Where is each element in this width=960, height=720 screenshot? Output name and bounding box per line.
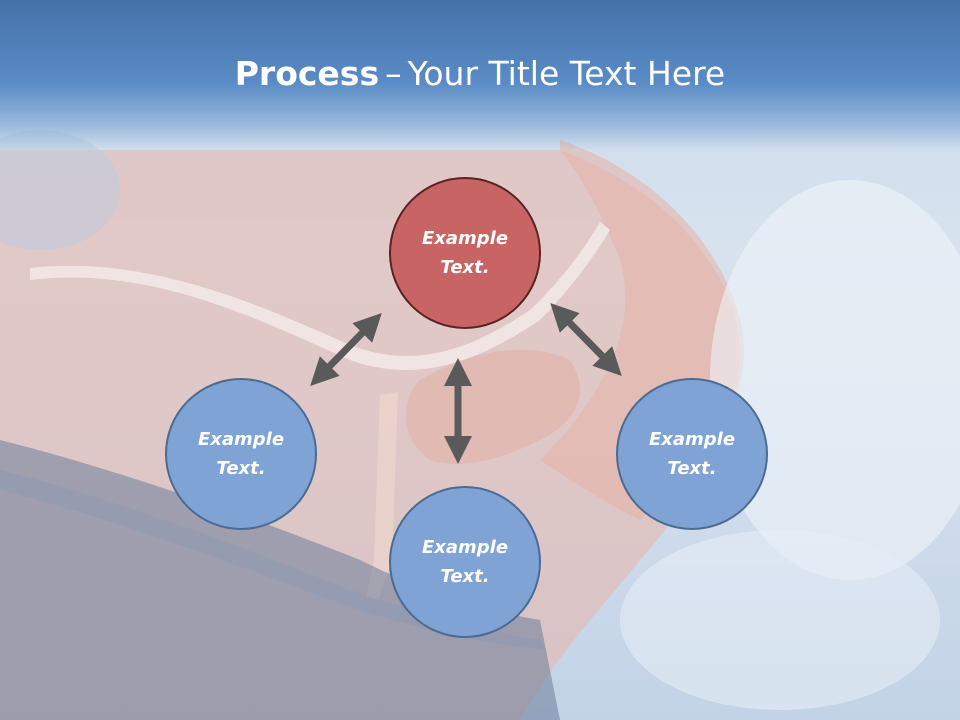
process-node-left[interactable]: Example Text. bbox=[165, 378, 317, 530]
process-node-top-text: Example Text. bbox=[421, 228, 509, 278]
process-node-left-text: Example Text. bbox=[197, 429, 285, 479]
arrow-top-right bbox=[550, 303, 622, 376]
title-separator: – bbox=[385, 54, 402, 93]
process-node-top[interactable]: Example Text. bbox=[389, 177, 541, 329]
process-node-right[interactable]: Example Text. bbox=[616, 378, 768, 530]
title-bold: Process bbox=[234, 54, 380, 93]
process-node-bottom[interactable]: Example Text. bbox=[389, 486, 541, 638]
title-band bbox=[0, 0, 960, 150]
process-node-bottom-text: Example Text. bbox=[421, 537, 509, 587]
slide-title: Process–Your Title Text Here bbox=[0, 52, 960, 96]
process-node-right-text: Example Text. bbox=[648, 429, 736, 479]
title-rest: Your Title Text Here bbox=[407, 54, 726, 93]
arrow-top-left bbox=[310, 313, 382, 386]
